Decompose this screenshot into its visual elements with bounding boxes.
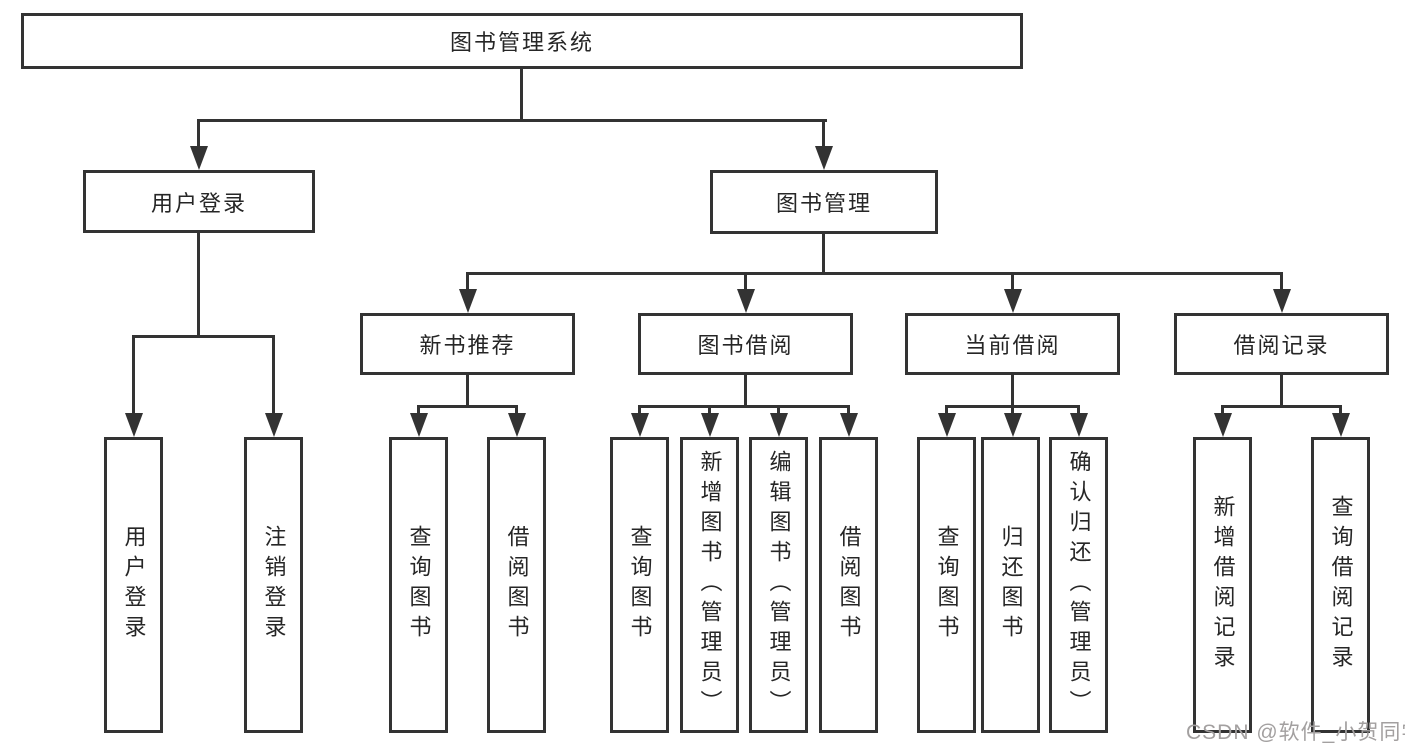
node-root: 图书管理系统 (21, 13, 1023, 69)
node-borrow-record: 借阅记录 (1174, 313, 1389, 375)
node-book-management: 图书管理 (710, 170, 938, 234)
connector-arrow-line (744, 272, 747, 291)
connector-arrow-line (638, 405, 641, 417)
connector-level2-rail (466, 272, 1283, 275)
connector-arrow-line (1011, 272, 1014, 291)
connector-user-login-rail (132, 335, 275, 338)
connector-current-borrow-trunk (1011, 375, 1014, 405)
connector-arrow-line (1339, 405, 1342, 417)
connector-arrow-line (847, 405, 850, 417)
connector-arrow-line (272, 335, 275, 415)
connector-borrow-record-trunk (1280, 375, 1283, 405)
csdn-watermark: CSDN @软件_小贺同学 (1186, 721, 1405, 744)
connector-arrow-line (515, 405, 518, 417)
arrow-down-icon (125, 413, 143, 437)
leaf-current-query-book: 查询图书 (917, 437, 976, 733)
leaf-borrow-add-book-admin: 新增图书（管理员） (680, 437, 739, 733)
connector-new-book-trunk (466, 375, 469, 405)
connector-book-borrow-trunk (744, 375, 747, 405)
arrow-down-icon (459, 289, 477, 313)
arrow-down-icon (938, 413, 956, 437)
leaf-newbook-borrow-book: 借阅图书 (487, 437, 546, 733)
connector-arrow-line (1221, 405, 1224, 417)
arrow-down-icon (1070, 413, 1088, 437)
leaf-user-login: 用户登录 (104, 437, 163, 733)
leaf-borrow-borrow-book: 借阅图书 (819, 437, 878, 733)
connector-arrow-line (197, 119, 200, 150)
arrow-down-icon (190, 146, 208, 170)
connector-arrow-line (708, 405, 711, 417)
arrow-down-icon (631, 413, 649, 437)
connector-arrow-line (132, 335, 135, 415)
connector-arrow-line (417, 405, 420, 417)
connector-user-login-trunk (197, 233, 200, 335)
arrow-down-icon (840, 413, 858, 437)
connector-level1-rail (197, 119, 827, 122)
arrow-down-icon (1273, 289, 1291, 313)
arrow-down-icon (815, 146, 833, 170)
arrow-down-icon (508, 413, 526, 437)
connector-book-management-trunk (822, 234, 825, 272)
leaf-current-confirm-return-admin: 确认归还（管理员） (1049, 437, 1108, 733)
arrow-down-icon (1332, 413, 1350, 437)
connector-borrow-record-rail (1221, 405, 1342, 408)
connector-arrow-line (1077, 405, 1080, 417)
arrow-down-icon (1214, 413, 1232, 437)
arrow-down-icon (770, 413, 788, 437)
connector-root-trunk (520, 69, 523, 119)
connector-arrow-line (777, 405, 780, 417)
arrow-down-icon (1004, 289, 1022, 313)
leaf-borrow-edit-book-admin: 编辑图书（管理员） (749, 437, 808, 733)
node-user-login: 用户登录 (83, 170, 315, 233)
arrow-down-icon (265, 413, 283, 437)
connector-arrow-line (1011, 405, 1014, 417)
connector-new-book-rail (417, 405, 518, 408)
arrow-down-icon (737, 289, 755, 313)
connector-arrow-line (466, 272, 469, 291)
arrow-down-icon (1004, 413, 1022, 437)
arrow-down-icon (410, 413, 428, 437)
node-current-borrow: 当前借阅 (905, 313, 1120, 375)
node-new-book-recommend: 新书推荐 (360, 313, 575, 375)
leaf-record-query-borrow-record: 查询借阅记录 (1311, 437, 1370, 733)
connector-book-borrow-rail (638, 405, 849, 408)
connector-arrow-line (1280, 272, 1283, 291)
leaf-newbook-query-book: 查询图书 (389, 437, 448, 733)
arrow-down-icon (701, 413, 719, 437)
leaf-record-add-borrow-record: 新增借阅记录 (1193, 437, 1252, 733)
leaf-borrow-query-book: 查询图书 (610, 437, 669, 733)
node-book-borrow: 图书借阅 (638, 313, 853, 375)
connector-arrow-line (822, 119, 825, 150)
leaf-logout-login: 注销登录 (244, 437, 303, 733)
connector-arrow-line (945, 405, 948, 417)
leaf-current-return-book: 归还图书 (981, 437, 1040, 733)
